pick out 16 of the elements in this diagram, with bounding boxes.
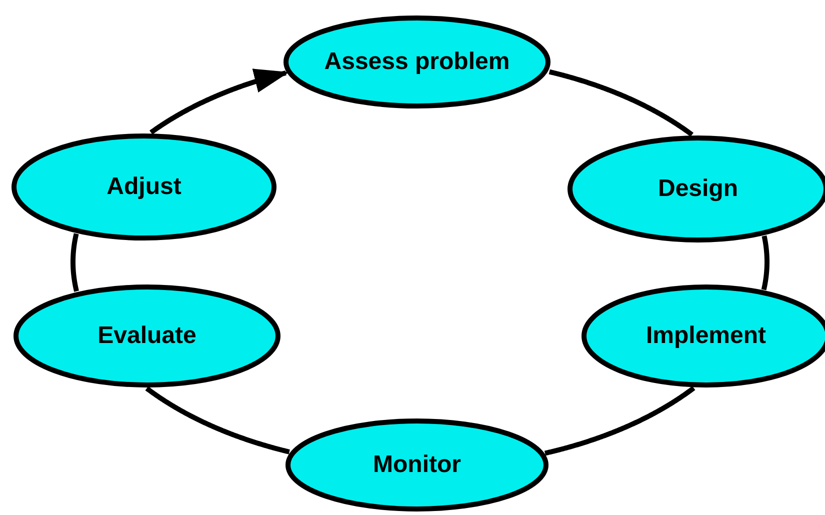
node-label: Evaluate — [98, 322, 196, 350]
node-label: Implement — [646, 322, 766, 350]
connector-line — [548, 69, 694, 137]
connector-line — [70, 232, 79, 294]
node-label: Monitor — [373, 451, 461, 479]
connector-line — [145, 386, 291, 454]
arrow — [149, 68, 290, 135]
node-label: Design — [658, 175, 738, 203]
process-ellipse — [283, 15, 551, 109]
connector-line — [544, 386, 696, 456]
node-label: Assess problem — [324, 48, 510, 76]
process-ellipse — [11, 133, 277, 241]
node-label: Adjust — [106, 173, 182, 201]
process-ellipse — [285, 418, 549, 512]
connector-line — [761, 234, 770, 292]
process-ellipse — [13, 284, 281, 388]
